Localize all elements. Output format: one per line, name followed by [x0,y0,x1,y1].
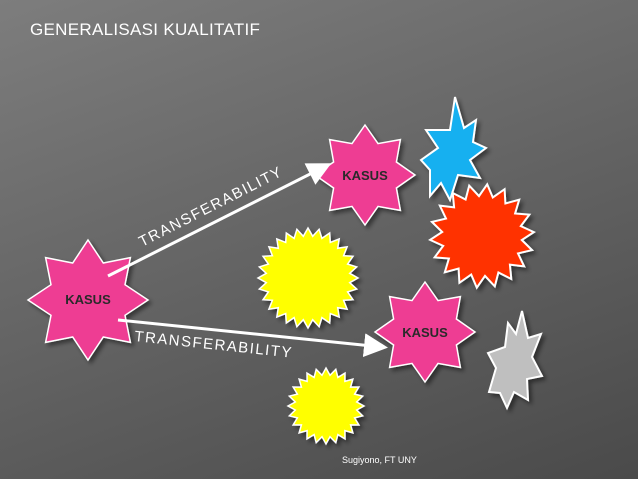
arrow-to-bottom-case [117,318,388,358]
slide-footer: Sugiyono, FT UNY [342,455,417,465]
case-label-top: KASUS [342,168,388,183]
case-star-source: KASUS [26,238,150,362]
case-star-top-shape [313,123,417,227]
arrow-label-bottom: TRANSFERABILITY [134,328,294,362]
arrow-to-top-case [107,163,332,278]
case-star-bottom: KASUS [373,280,477,384]
case-star-bottom-shape [373,280,477,384]
yellow-star-large [256,226,360,330]
case-label-bottom: KASUS [402,325,448,340]
red-burst-shape [428,182,536,290]
blue-burst-shape [419,96,488,203]
arrow-label-top: TRANSFERABILITY [136,163,286,250]
yellow-star-small [286,366,366,446]
case-star-top: KASUS [313,123,417,227]
gray-burst-shape [486,310,544,411]
slide-title: GENERALISASI KUALITATIF [30,20,261,39]
case-label-source: KASUS [65,292,111,307]
